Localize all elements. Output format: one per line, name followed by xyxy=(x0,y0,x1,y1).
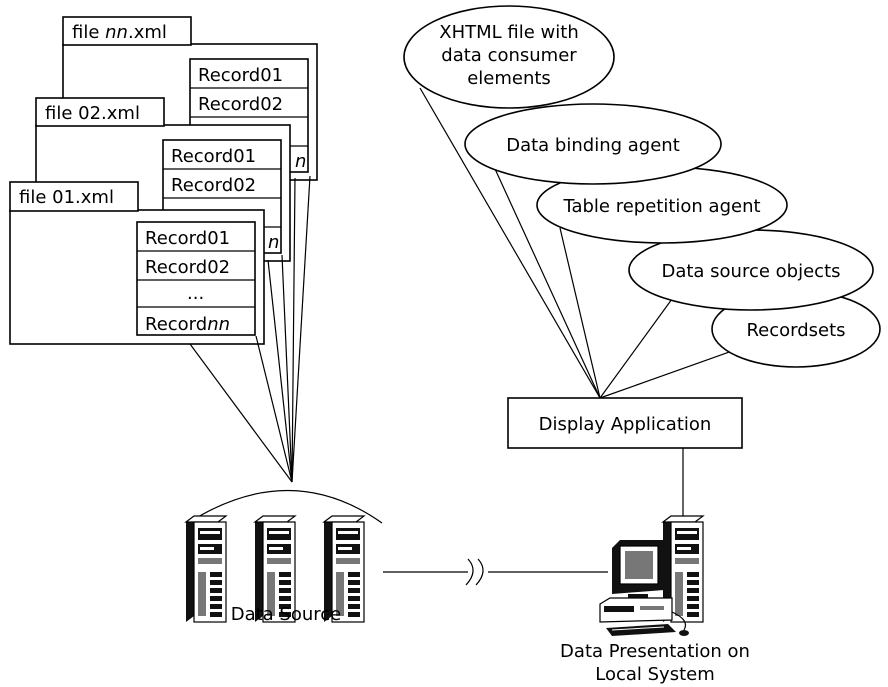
file-01-tab xyxy=(9,181,139,212)
recordsets-label: Recordsets xyxy=(746,320,845,341)
file-02-record-partial: n xyxy=(268,232,279,253)
server-tower-icon xyxy=(661,515,705,623)
table-repetition-label: Table repetition agent xyxy=(562,196,760,217)
file-01-document: file 01.xml Record01 Record02 ... Record… xyxy=(9,181,265,345)
file-nn-record02: Record02 xyxy=(198,94,283,115)
xhtml-line2: data consumer xyxy=(441,45,577,66)
file-02-name: file 02.xml xyxy=(45,103,140,124)
file-connector-lines xyxy=(189,175,311,483)
data-source-label: Data Source xyxy=(231,604,342,625)
server-tower-icon xyxy=(184,515,228,623)
local-label-line2: Local System xyxy=(595,664,715,685)
file-02-record01: Record01 xyxy=(171,146,256,167)
desktop-computer-icon xyxy=(599,540,689,636)
local-system-icon xyxy=(599,515,705,636)
data-binding-label: Data binding agent xyxy=(506,135,680,156)
data-source-objects-node: Data source objects xyxy=(628,229,874,311)
network-link xyxy=(383,558,608,586)
link-break-icon xyxy=(465,558,474,586)
xhtml-file-node: XHTML file with data consumer elements xyxy=(403,5,615,109)
file-nn-tab xyxy=(62,16,192,46)
file-01-record02: Record02 xyxy=(145,257,230,278)
dso-label: Data source objects xyxy=(661,261,840,282)
data-source-servers xyxy=(184,515,366,623)
file-nn-record01: Record01 xyxy=(198,65,283,86)
file-01-name: file 01.xml xyxy=(19,187,114,208)
server-tower-icon xyxy=(253,515,297,623)
data-binding-agent-node: Data binding agent xyxy=(464,103,722,185)
xhtml-line3: elements xyxy=(467,68,551,89)
display-application-label: Display Application xyxy=(539,414,712,435)
local-label-line1: Data Presentation on xyxy=(560,641,750,662)
display-application-box: Display Application xyxy=(507,397,743,449)
file-01-record01: Record01 xyxy=(145,228,230,249)
file-02-record02: Record02 xyxy=(171,175,256,196)
server-tower-icon xyxy=(322,515,366,623)
server-group-arc xyxy=(187,490,383,524)
file-nn-name: file nn.xml xyxy=(72,22,167,43)
file-01-ellipsis: ... xyxy=(187,283,204,304)
file-02-tab xyxy=(35,97,165,127)
file-nn-record-partial: n xyxy=(295,151,306,172)
file-01-record-nn: Recordnn xyxy=(145,314,230,335)
xhtml-line1: XHTML file with xyxy=(439,22,578,43)
